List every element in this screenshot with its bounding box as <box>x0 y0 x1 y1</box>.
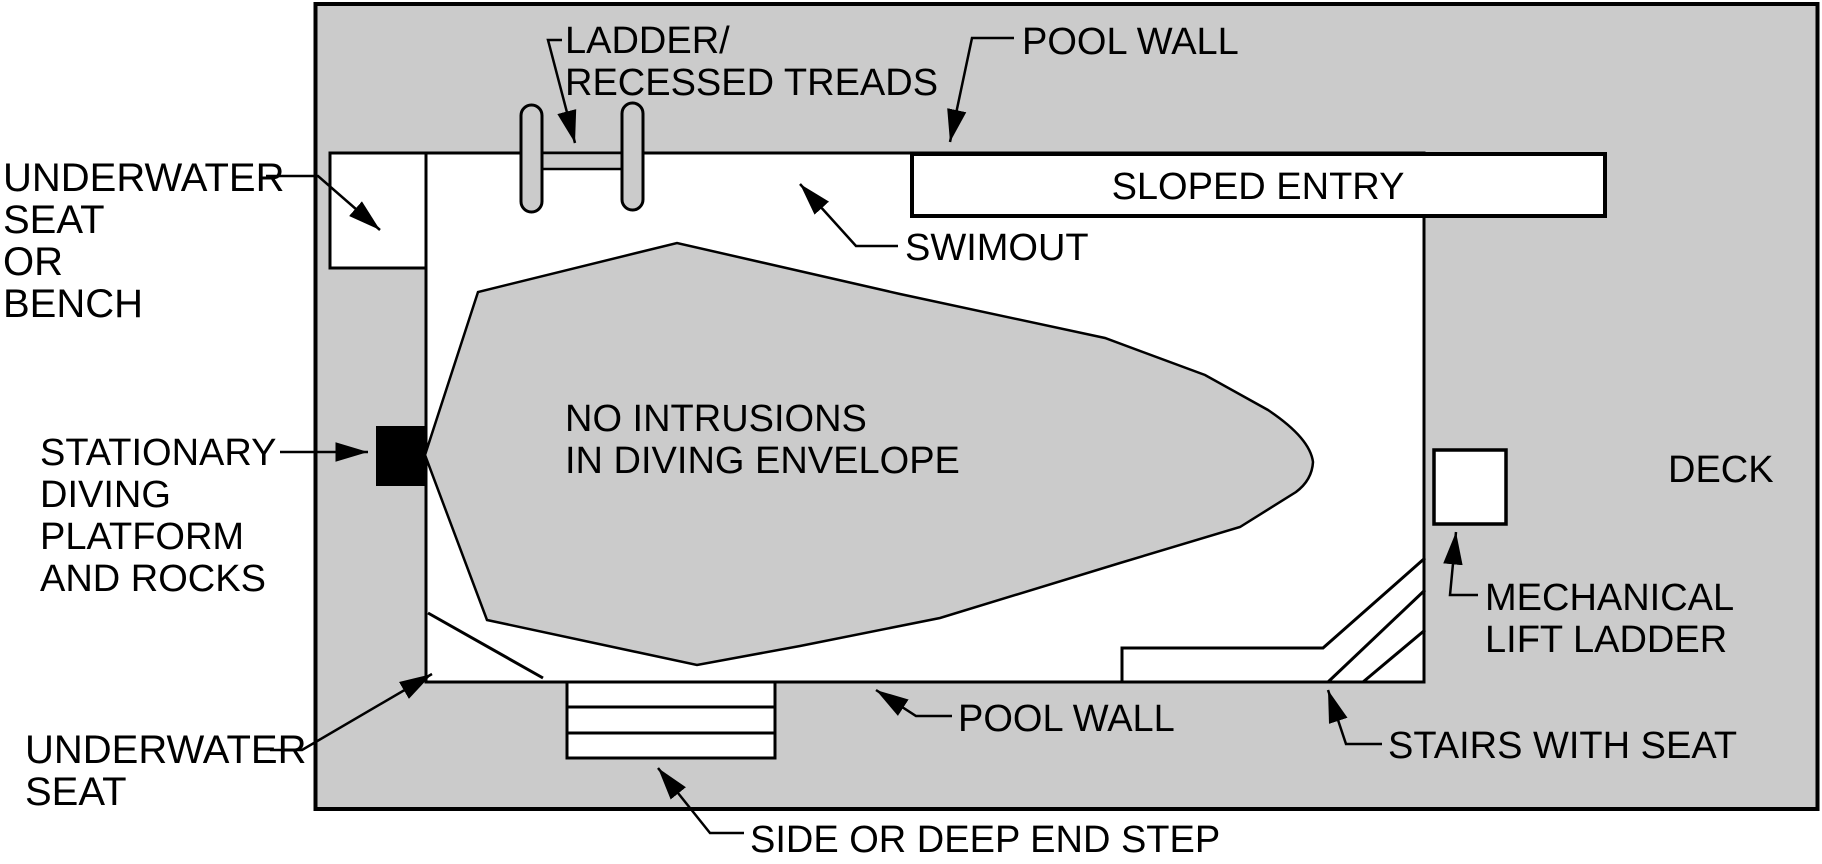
ladder-tread <box>538 151 626 171</box>
label-line: IN DIVING ENVELOPE <box>565 440 960 482</box>
stairs-step-line-2 <box>1362 628 1426 684</box>
label-line: RECESSED TREADS <box>565 62 938 104</box>
ladder-rail-right <box>620 101 645 212</box>
mechanical-lift-marker <box>1432 448 1508 526</box>
leader-mechanical-lift <box>1443 531 1478 597</box>
leader-side-step <box>657 767 744 835</box>
label-line: LIFT LADDER <box>1485 619 1727 661</box>
diving-envelope-area <box>423 241 1315 667</box>
sloped-entry-area <box>910 152 1607 218</box>
label-underwater-seat: UNDERWATER SEAT <box>25 728 306 814</box>
label-line: OR <box>3 240 63 284</box>
label-ladder-recessed-treads: LADDER/ RECESSED TREADS <box>565 20 938 104</box>
label-line: STATIONARY <box>40 432 276 474</box>
label-line: SEAT <box>25 770 127 814</box>
stairs-step-line-1 <box>1326 588 1427 684</box>
leader-underwater-seat <box>270 672 433 752</box>
label-pool-wall-bottom: POOL WALL <box>958 698 1175 740</box>
label-line: PLATFORM <box>40 516 244 558</box>
label-line: LADDER/ <box>565 20 730 62</box>
label-line: DIVING <box>40 474 171 516</box>
deep-end-step <box>565 680 777 760</box>
label-underwater-seat-bench: UNDERWATER SEAT OR BENCH <box>3 156 284 326</box>
stairs-seat-outline <box>1120 556 1426 682</box>
leader-underwater-seat-bench <box>266 174 381 231</box>
label-pool-wall-top: POOL WALL <box>1022 21 1239 63</box>
label-swimout: SWIMOUT <box>905 227 1089 269</box>
underwater-seat-edge <box>427 611 544 680</box>
leader-pool-wall-top <box>947 36 1014 143</box>
label-line: NO INTRUSIONS <box>565 398 867 440</box>
label-deck: DECK <box>1668 449 1774 491</box>
label-line: SEAT <box>3 198 105 242</box>
label-stairs-with-seat: STAIRS WITH SEAT <box>1388 725 1737 767</box>
label-line: BENCH <box>3 282 143 326</box>
ladder-rail-left <box>519 103 544 214</box>
label-stationary-diving-platform: STATIONARY DIVING PLATFORM AND ROCKS <box>40 432 276 600</box>
label-line: MECHANICAL <box>1485 577 1734 619</box>
label-sloped-entry: SLOPED ENTRY <box>1112 166 1405 208</box>
diving-platform-marker <box>376 426 426 486</box>
leader-ladder <box>546 38 577 144</box>
label-line: UNDERWATER <box>3 156 284 200</box>
label-diving-envelope: NO INTRUSIONS IN DIVING ENVELOPE <box>565 398 960 482</box>
label-line: AND ROCKS <box>40 558 266 600</box>
leader-swimout <box>799 183 898 248</box>
label-side-or-deep-end-step: SIDE OR DEEP END STEP <box>750 819 1220 861</box>
leader-stairs-seat <box>1326 689 1382 746</box>
label-line: UNDERWATER <box>25 728 306 772</box>
leader-pool-wall-bottom <box>875 688 952 718</box>
label-mechanical-lift-ladder: MECHANICAL LIFT LADDER <box>1485 577 1734 661</box>
